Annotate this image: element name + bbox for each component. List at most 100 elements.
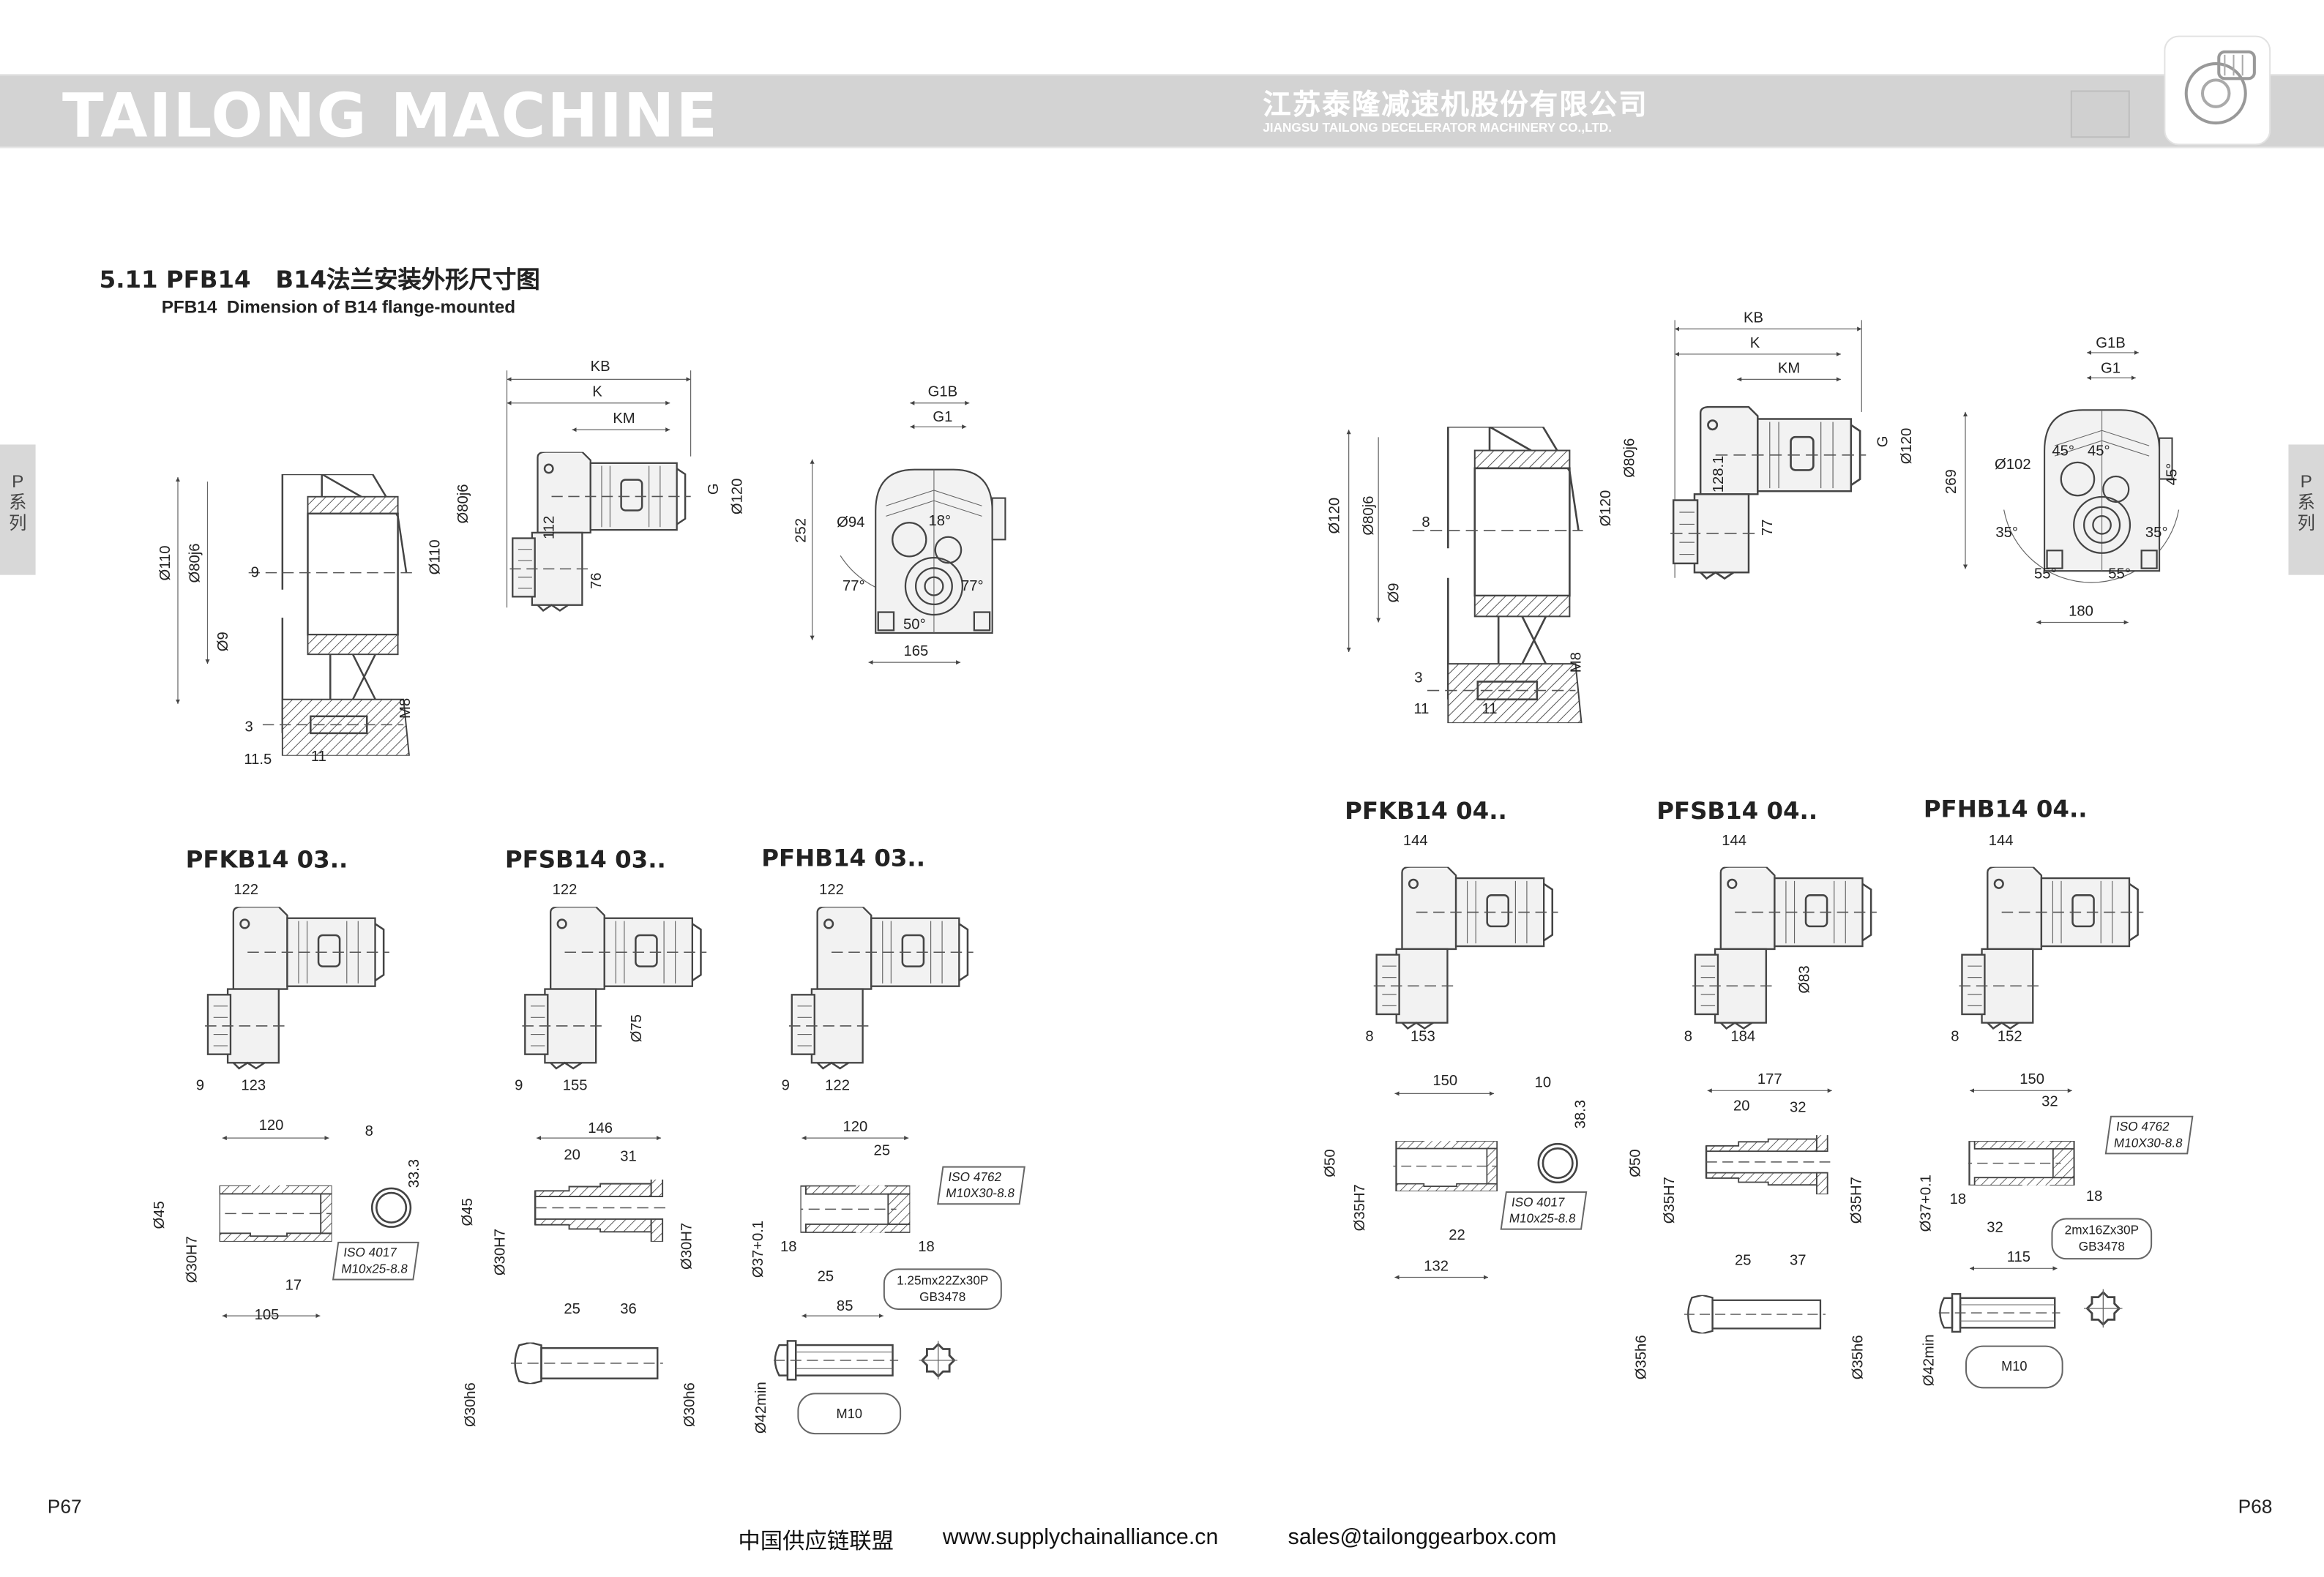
- dim-label: 17: [285, 1278, 302, 1295]
- dim-label: 45°: [2164, 462, 2181, 486]
- dim-label: 144: [1402, 834, 1428, 850]
- side-tab-text: 列: [9, 512, 27, 533]
- pfhb-gearmotor-drawing: [788, 907, 974, 1070]
- dim-label: 9: [250, 565, 259, 582]
- variant-title-pfsb: PFSB14 04..: [1656, 796, 1818, 825]
- dim-label: Ø9: [1386, 583, 1403, 603]
- hollow-shaft-drawing: [219, 1185, 332, 1242]
- dim-label: 77°: [961, 578, 984, 595]
- dim-label: 8: [1951, 1029, 1959, 1046]
- dim-label: 105: [254, 1307, 280, 1325]
- dim-label: Ø80j6: [1622, 438, 1639, 478]
- spline-shaft-drawing: [800, 1185, 911, 1233]
- dim-label: 123: [241, 1078, 266, 1095]
- dim-label: Ø35H7: [1849, 1177, 1866, 1224]
- dim-label: 11.5: [244, 752, 272, 768]
- spline-input-shaft-drawing: [1938, 1293, 2060, 1333]
- dim-label: 33.3: [406, 1159, 424, 1188]
- bolt-note: ISO 4017 M10x25-8.8: [1500, 1191, 1588, 1230]
- footer-email-link[interactable]: sales@tailonggearbox.com: [1288, 1524, 1557, 1551]
- dim-label: Ø35H7: [1662, 1177, 1679, 1224]
- pfkb-gearmotor-drawing: [204, 907, 390, 1070]
- variant-title-pfkb: PFKB14 03..: [185, 845, 348, 874]
- spline-spec-note: 1.25mx22Zx30P GB3478: [883, 1268, 1002, 1311]
- dim-label: 8: [1365, 1029, 1374, 1046]
- bolt-size-note: M10: [797, 1393, 902, 1435]
- dim-label: Ø30H7: [184, 1236, 201, 1284]
- dim-label: 32: [2041, 1094, 2058, 1111]
- section-subtitle: PFB14 Dimension of B14 flange-mounted: [161, 296, 516, 318]
- dim-label: 18: [2085, 1188, 2103, 1206]
- page-number-left: P67: [47, 1495, 82, 1518]
- shaft-dimension-lines: [222, 1136, 909, 1319]
- dim-label: Ø30h6: [463, 1382, 480, 1428]
- gearbox-end-view: [874, 468, 1006, 634]
- side-tab-right: P 系 列: [2288, 444, 2324, 575]
- dim-label: 9: [195, 1078, 204, 1095]
- dim-label: Ø42min: [1921, 1334, 1938, 1387]
- dim-label: Ø50: [1323, 1149, 1340, 1177]
- hollow-shaft-bore: [1542, 1147, 1574, 1180]
- dim-label: 8: [1684, 1029, 1692, 1046]
- dim-label: KB: [1743, 310, 1763, 327]
- dim-label: 18: [780, 1239, 797, 1256]
- dim-label: KB: [590, 359, 610, 376]
- company-name-cn: 江苏泰隆减速机股份有限公司: [1263, 90, 1648, 122]
- dim-label: 122: [819, 882, 844, 899]
- pfsb-gearmotor-drawing: [1691, 866, 1878, 1030]
- note-line: 2mx16Zx30P: [2064, 1222, 2140, 1237]
- side-tab-text: 系: [2297, 492, 2315, 513]
- dim-label: 76: [589, 572, 606, 590]
- header-emblem-icon: [2070, 90, 2130, 138]
- dim-label: Ø37+0.1: [1918, 1175, 1935, 1232]
- dim-label: Ø120: [1598, 490, 1615, 527]
- dim-label: 112: [542, 515, 558, 540]
- solid-shaft-drawing: [1683, 1295, 1827, 1334]
- side-tab-text: P: [12, 471, 24, 492]
- dim-label: 25: [873, 1143, 891, 1160]
- note-line: ISO 4762: [947, 1169, 1003, 1184]
- dim-label: 146: [588, 1120, 613, 1138]
- dim-label: 122: [233, 882, 259, 899]
- hollow-shaft-section: [1537, 1142, 1578, 1184]
- dim-label: 9: [515, 1078, 523, 1095]
- dim-label: 3: [1414, 670, 1423, 687]
- dim-label: 11: [1482, 701, 1498, 719]
- dim-label: Ø45: [460, 1198, 477, 1226]
- pfsb-gearmotor-drawing: [521, 907, 707, 1070]
- dim-label: 115: [2006, 1250, 2031, 1267]
- dim-label: 10: [1534, 1075, 1552, 1092]
- company-name-en: JIANGSU TAILONG DECELERATOR MACHINERY CO…: [1263, 120, 1613, 135]
- spline-shaft-drawing: [1968, 1141, 2075, 1185]
- dim-label: 31: [620, 1149, 637, 1166]
- shrink-disc-shaft-drawing: [534, 1179, 667, 1242]
- flange-section-drawing: [1411, 427, 1583, 724]
- pfkb-gearmotor-drawing: [1372, 866, 1559, 1030]
- dim-label: Ø120: [730, 478, 747, 515]
- dim-label: 36: [620, 1301, 637, 1319]
- dim-label: 77: [1760, 519, 1776, 536]
- dim-label: 3: [244, 719, 253, 736]
- dim-label: 132: [1424, 1259, 1449, 1276]
- dim-label: 144: [1722, 834, 1747, 850]
- dim-label: 152: [1997, 1029, 2022, 1046]
- dim-label: 150: [1432, 1074, 1458, 1090]
- hollow-shaft-section: [370, 1187, 412, 1228]
- footer-website-link[interactable]: www.supplychainalliance.cn: [942, 1524, 1219, 1551]
- shrink-disc-shaft-drawing: [1705, 1135, 1831, 1195]
- dim-label: 50°: [903, 617, 926, 634]
- dim-label: K: [1749, 335, 1760, 352]
- dim-label: Ø37+0.1: [750, 1220, 767, 1278]
- dim-label: 177: [1757, 1072, 1782, 1089]
- dim-label: 18°: [928, 513, 952, 530]
- dim-label: 8: [365, 1123, 373, 1141]
- dim-label: K: [592, 384, 602, 401]
- variant-title-pfhb: PFHB14 03..: [761, 844, 926, 872]
- note-line: M10X30-8.8: [2112, 1135, 2184, 1150]
- dim-label: 165: [903, 643, 929, 661]
- note-line: M10x25-8.8: [1508, 1210, 1577, 1226]
- variant-title-pfhb: PFHB14 04..: [1923, 795, 2088, 823]
- dim-label: 153: [1411, 1029, 1435, 1046]
- dim-label: Ø94: [837, 514, 865, 531]
- dim-label: 22: [1449, 1227, 1465, 1244]
